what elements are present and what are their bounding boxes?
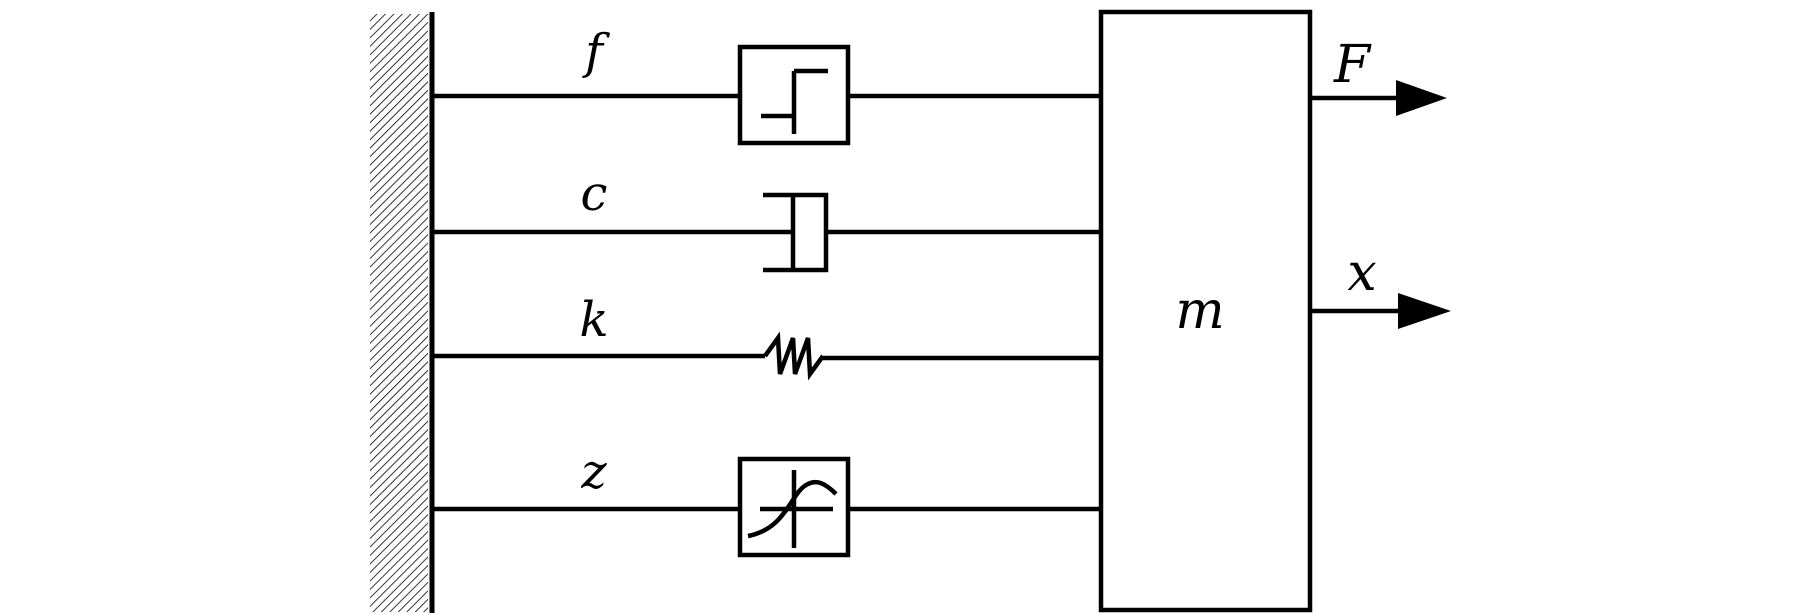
friction-label: f	[582, 24, 610, 80]
displacement-arrowhead	[1398, 293, 1451, 329]
displacement-arrow-group: x	[1310, 243, 1451, 329]
displacement-label: x	[1347, 243, 1376, 303]
force-label: F	[1333, 35, 1372, 95]
hysteresis-branch: z	[432, 444, 1100, 558]
friction-branch: f	[432, 24, 1100, 146]
wall-hatching	[370, 14, 428, 612]
stiffness-label: k	[579, 292, 608, 348]
force-arrow-group: F	[1310, 35, 1447, 116]
friction-symbol	[761, 68, 828, 134]
force-arrowhead	[1396, 80, 1447, 116]
spring-zigzag	[763, 331, 825, 381]
damper-label: c	[581, 166, 608, 222]
fixed-wall	[370, 12, 435, 613]
hysteresis-axes	[760, 470, 833, 548]
spring-branch: k	[432, 292, 1100, 381]
hysteresis-label: z	[580, 444, 607, 500]
mass-box	[1098, 9, 1313, 613]
mass-block: m	[1098, 9, 1313, 613]
mass-label: m	[1175, 281, 1224, 341]
hysteresis-curve	[747, 479, 838, 539]
damper-branch: c	[432, 166, 1100, 273]
